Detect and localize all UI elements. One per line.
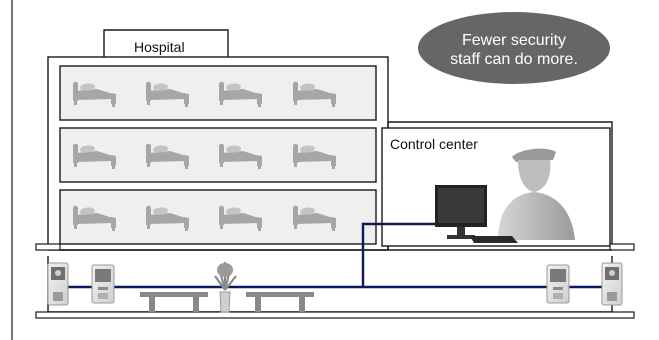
floor-ledge-right (609, 243, 635, 251)
hospital-tab: Hospital (103, 29, 229, 57)
bench-icon (140, 292, 208, 312)
video-intercom-icon (546, 264, 570, 304)
control-center-room (381, 127, 611, 247)
intercom-wiring (56, 222, 612, 289)
video-intercom-icon (91, 264, 115, 304)
floor-ledge-left (35, 243, 61, 251)
security-guard-icon (498, 148, 575, 240)
door-entrance-station-icon (47, 262, 69, 306)
callout-bubble: Fewer security staff can do more. (418, 12, 610, 84)
callout-line-1: Fewer security (462, 32, 566, 49)
lobby-outline (47, 256, 613, 313)
hospital-label: Hospital (134, 39, 185, 55)
callout-line-2: staff can do more. (450, 51, 578, 68)
door-entrance-station-icon (601, 262, 623, 306)
bench-icon (246, 292, 314, 312)
potted-plant-icon (214, 262, 237, 313)
ground-slab (35, 311, 635, 319)
control-center-label: Control center (390, 136, 478, 152)
computer-monitor-icon (435, 185, 518, 243)
